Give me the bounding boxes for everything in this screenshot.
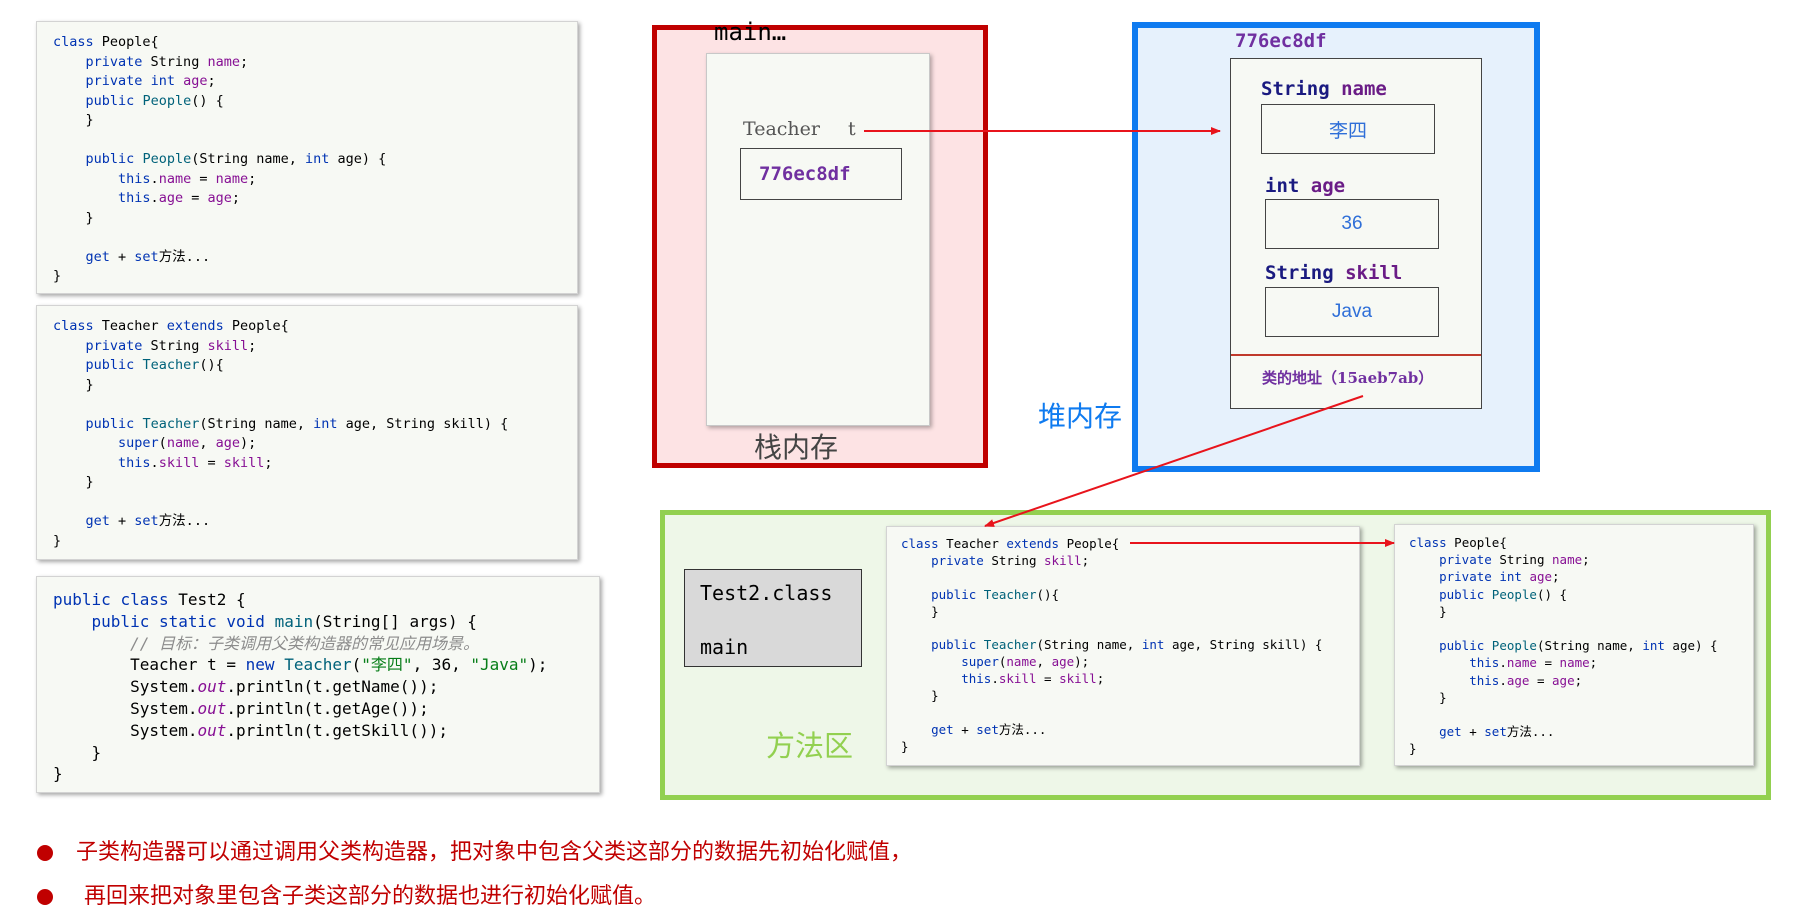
stack-variable-value: 776ec8df	[759, 163, 851, 185]
heap-divider	[1231, 354, 1481, 356]
test2-class-name: Test2.class	[700, 581, 833, 605]
heap-object-address: 776ec8df	[1235, 30, 1327, 52]
test2-class-box: Test2.class main	[684, 569, 862, 667]
people-class-code-panel: class People{ private String name; priva…	[36, 21, 578, 294]
heap-memory-label: 堆内存	[1038, 400, 1123, 433]
test2-class-code-panel: public class Test2 { public static void …	[36, 576, 600, 793]
stack-variable-name: t	[848, 118, 856, 140]
field-name: skill	[1345, 262, 1403, 284]
method-people-class-panel: class People{ private String name; priva…	[1394, 524, 1754, 766]
bullet-item-1: 子类构造器可以通过调用父类构造器，把对象中包含父类这部分的数据先初始化赋值，	[37, 834, 912, 866]
main-method-frame	[706, 53, 930, 426]
teacher-class-code: class Teacher extends People{ private St…	[53, 318, 509, 549]
field-type: int	[1265, 175, 1300, 197]
teacher-class-code-panel: class Teacher extends People{ private St…	[36, 305, 578, 560]
stack-variable-value-box: 776ec8df	[740, 148, 902, 200]
class-address-arrow-heap-to-method	[984, 395, 1364, 527]
heap-field-age-label: int age	[1265, 175, 1345, 197]
heap-field-name-value: 李四	[1261, 104, 1435, 154]
method-area-label: 方法区	[766, 729, 854, 763]
test2-class-code: public class Test2 { public static void …	[53, 590, 548, 784]
method-people-class-code: class People{ private String name; priva…	[1409, 535, 1718, 757]
field-name: name	[1341, 78, 1387, 100]
bullet-text-1: 子类构造器可以通过调用父类构造器，把对象中包含父类这部分的数据先初始化赋值，	[76, 840, 913, 865]
stack-memory-label: 栈内存	[754, 431, 839, 464]
heap-field-age-value: 36	[1265, 199, 1439, 249]
test2-main-method: main	[700, 635, 749, 659]
bullet-item-2: 再回来把对象里包含子类这部分的数据也进行初始化赋值。	[37, 878, 656, 910]
heap-class-address: 类的地址（15aeb7ab）	[1262, 369, 1434, 387]
stack-variable-type: Teacher	[743, 118, 820, 140]
method-teacher-class-code: class Teacher extends People{ private St…	[901, 536, 1323, 754]
heap-field-skill-value: Java	[1265, 287, 1439, 337]
bullet-dot-icon	[37, 845, 53, 861]
stack-frame-title: main…	[714, 18, 787, 46]
field-name: age	[1310, 175, 1346, 197]
field-type: String	[1261, 78, 1330, 100]
bullet-text-2: 再回来把对象里包含子类这部分的数据也进行初始化赋值。	[84, 884, 657, 909]
method-teacher-class-panel: class Teacher extends People{ private St…	[886, 526, 1360, 766]
bullet-dot-icon	[37, 889, 53, 905]
heap-field-skill-label: String skill	[1265, 262, 1402, 284]
heap-field-name-label: String name	[1261, 78, 1387, 100]
field-type: String	[1265, 262, 1334, 284]
people-class-code: class People{ private String name; priva…	[53, 34, 387, 284]
